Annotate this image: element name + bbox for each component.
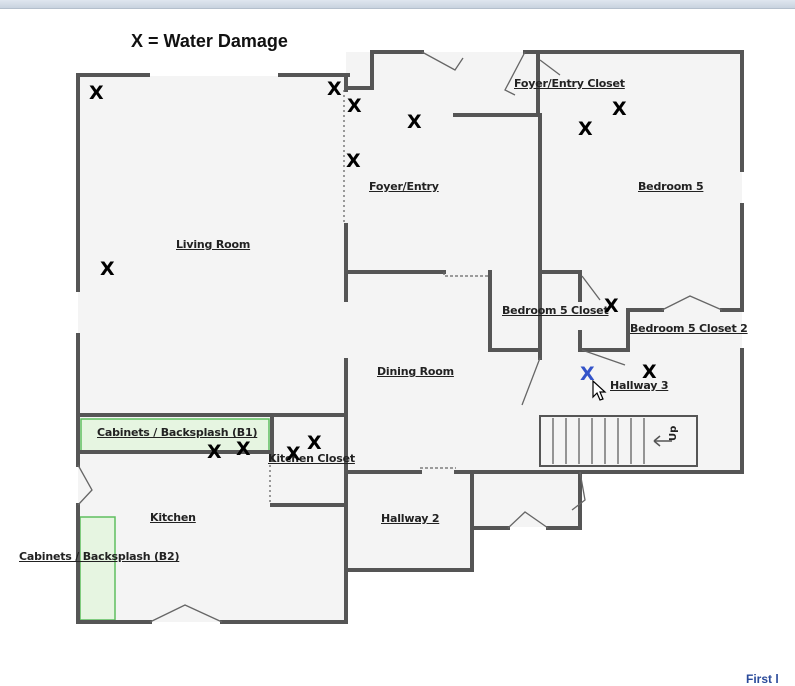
walls	[76, 50, 744, 624]
room-label-bedroom-5-closet: Bedroom 5 Closet	[502, 304, 609, 317]
room-label-foyer-entry: Foyer/Entry	[369, 180, 439, 193]
damage-mark[interactable]: X	[604, 295, 619, 317]
damage-mark[interactable]: X	[236, 438, 251, 460]
damage-mark[interactable]: X	[347, 95, 362, 117]
damage-mark[interactable]: X	[327, 78, 342, 100]
window-top-bar	[0, 0, 795, 9]
room-label-bedroom-5-closet-2: Bedroom 5 Closet 2	[630, 322, 748, 335]
damage-mark[interactable]: X	[642, 361, 657, 383]
stair-up-label: Up	[668, 426, 679, 441]
room-label-foyer-entry-closet: Foyer/Entry Closet	[514, 77, 625, 90]
cabinets-b2-area	[79, 516, 116, 621]
damage-mark[interactable]: X	[346, 150, 361, 172]
edge-link-text[interactable]: First l	[746, 672, 779, 686]
damage-mark-selected[interactable]: X	[580, 363, 595, 385]
arrow-cursor-icon	[592, 380, 607, 401]
damage-mark[interactable]: X	[286, 443, 301, 465]
room-label-kitchen: Kitchen	[150, 511, 196, 524]
floor-fill	[78, 52, 742, 622]
damage-mark[interactable]: X	[89, 82, 104, 104]
damage-mark[interactable]: X	[578, 118, 593, 140]
room-label-hallway-2: Hallway 2	[381, 512, 440, 525]
cabinets-b1-area	[80, 418, 270, 453]
room-label-living-room: Living Room	[176, 238, 251, 251]
room-label-bedroom-5: Bedroom 5	[638, 180, 704, 193]
room-label-dining-room: Dining Room	[377, 365, 454, 378]
damage-mark[interactable]: X	[612, 98, 627, 120]
damage-mark[interactable]: X	[207, 441, 222, 463]
room-label-kitchen-closet: Kitchen Closet	[268, 452, 355, 465]
damage-mark[interactable]: X	[100, 258, 115, 280]
damage-mark[interactable]: X	[407, 111, 422, 133]
room-label-cabinets-b2: Cabinets / Backsplash (B2)	[19, 550, 180, 563]
legend-title: X = Water Damage	[131, 31, 288, 51]
damage-mark[interactable]: X	[307, 432, 322, 454]
doors	[77, 51, 723, 623]
room-label-hallway-3: Hallway 3	[610, 379, 669, 392]
room-label-cabinets-b1: Cabinets / Backsplash (B1)	[97, 426, 258, 439]
staircase	[539, 415, 698, 467]
